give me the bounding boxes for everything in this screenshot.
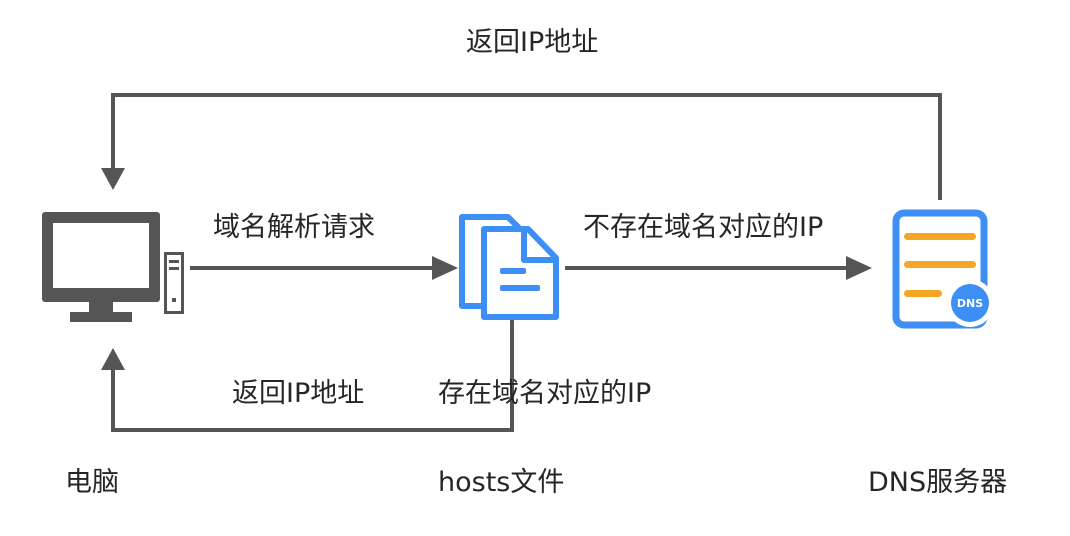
bottom-return-arrowhead [101, 348, 125, 370]
top-return-arrow [111, 93, 942, 200]
top-return-label: 返回IP地址 [466, 27, 599, 58]
dns-server-icon: DNS [892, 209, 994, 329]
bottom-return-label: 返回IP地址 [232, 378, 365, 409]
file-icon [459, 214, 559, 320]
request-label: 域名解析请求 [213, 212, 375, 243]
dns-label: DNS服务器 [868, 467, 1008, 498]
not-exist-label: 不存在域名对应的IP [583, 212, 824, 243]
exist-label: 存在域名对应的IP [438, 378, 652, 409]
bottom-return-arrow [111, 318, 514, 432]
computer-icon [42, 212, 184, 322]
top-return-arrowhead [101, 168, 125, 190]
hosts-label: hosts文件 [438, 467, 565, 498]
computer-label: 电脑 [65, 467, 119, 498]
request-arrowhead [432, 256, 458, 280]
dns-badge-text: DNS [957, 297, 983, 310]
not-exist-arrowhead [846, 256, 872, 280]
